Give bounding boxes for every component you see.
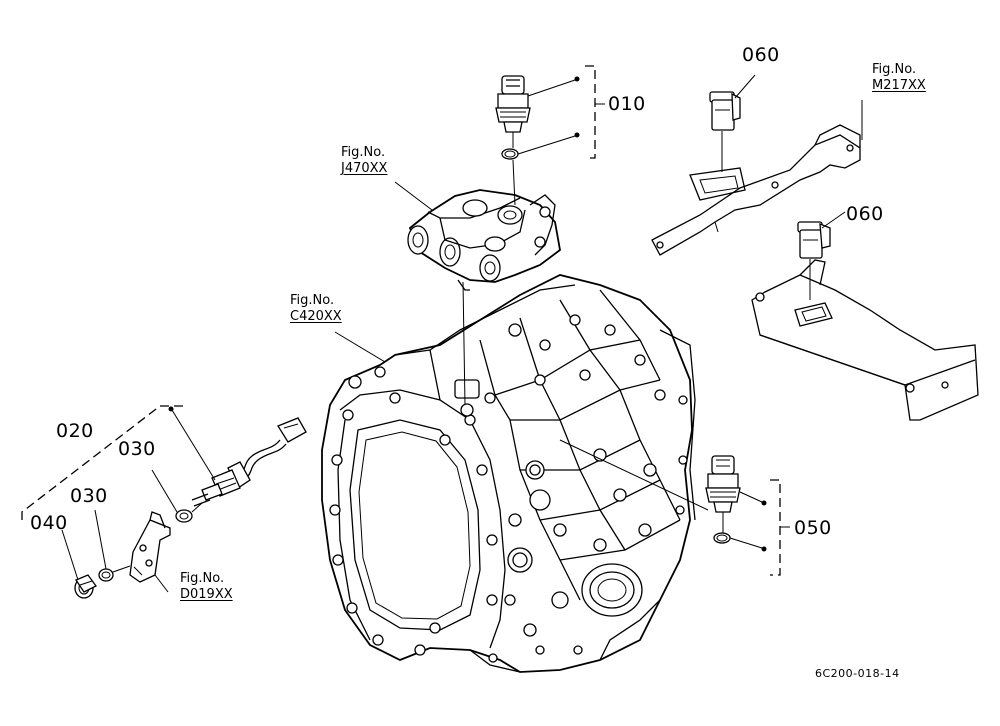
fig-ref-c420-code[interactable]: C420XX: [290, 309, 342, 324]
fig-ref-d019-code[interactable]: D019XX: [180, 587, 233, 602]
washer-030-upper: [175, 509, 193, 523]
bracket-010: [585, 65, 596, 159]
part-label-010: 010: [608, 93, 646, 115]
fig-ref-j470[interactable]: Fig.No. J470XX: [341, 145, 387, 177]
fig-ref-c420-caption: Fig.No.: [290, 293, 335, 308]
part-label-050: 050: [794, 517, 832, 539]
part-label-060-lower: 060: [846, 203, 884, 225]
washer-030-lower: [98, 568, 114, 582]
part-label-030-lower: 030: [70, 485, 108, 507]
plate-d019: [129, 511, 171, 583]
speed-sensor-020: [191, 417, 307, 507]
leader-010-top: [527, 79, 576, 97]
bracket-020: [21, 405, 183, 522]
leader-050-top: [739, 491, 763, 503]
pressure-switch-050: [705, 455, 741, 544]
fig-ref-d019[interactable]: Fig.No. D019XX: [180, 571, 233, 603]
leader-060-upper: [734, 74, 756, 99]
leader-010-bottom: [517, 135, 576, 155]
fig-ref-m217-code[interactable]: M217XX: [872, 78, 926, 93]
sensor-060-lower: [797, 221, 831, 259]
bracket-050: [770, 479, 781, 576]
nut-040: [74, 574, 97, 599]
transmission-case: [321, 274, 696, 673]
fig-ref-j470-code[interactable]: J470XX: [341, 161, 388, 176]
fig-ref-j470-caption: Fig.No.: [341, 145, 386, 160]
fig-ref-d019-caption: Fig.No.: [180, 571, 225, 586]
fig-ref-c420[interactable]: Fig.No. C420XX: [290, 293, 342, 325]
sensor-060-upper: [709, 91, 741, 131]
part-label-030-upper: 030: [118, 438, 156, 460]
fig-ref-m217-caption: Fig.No.: [872, 62, 917, 77]
leader-060-lower: [821, 211, 846, 229]
part-label-020: 020: [56, 420, 94, 442]
valve-body-assembly: [407, 189, 561, 291]
bracket-m217: [651, 124, 861, 256]
part-label-060-upper: 060: [742, 44, 780, 66]
fig-ref-m217[interactable]: Fig.No. M217XX: [872, 62, 926, 94]
leader-j470: [394, 181, 433, 211]
leader-050-bottom: [729, 537, 763, 549]
part-label-040: 040: [30, 512, 68, 534]
bracket-lower: [751, 259, 979, 421]
drawing-code: 6C200-018-14: [815, 667, 900, 680]
leader-c420: [334, 331, 386, 363]
